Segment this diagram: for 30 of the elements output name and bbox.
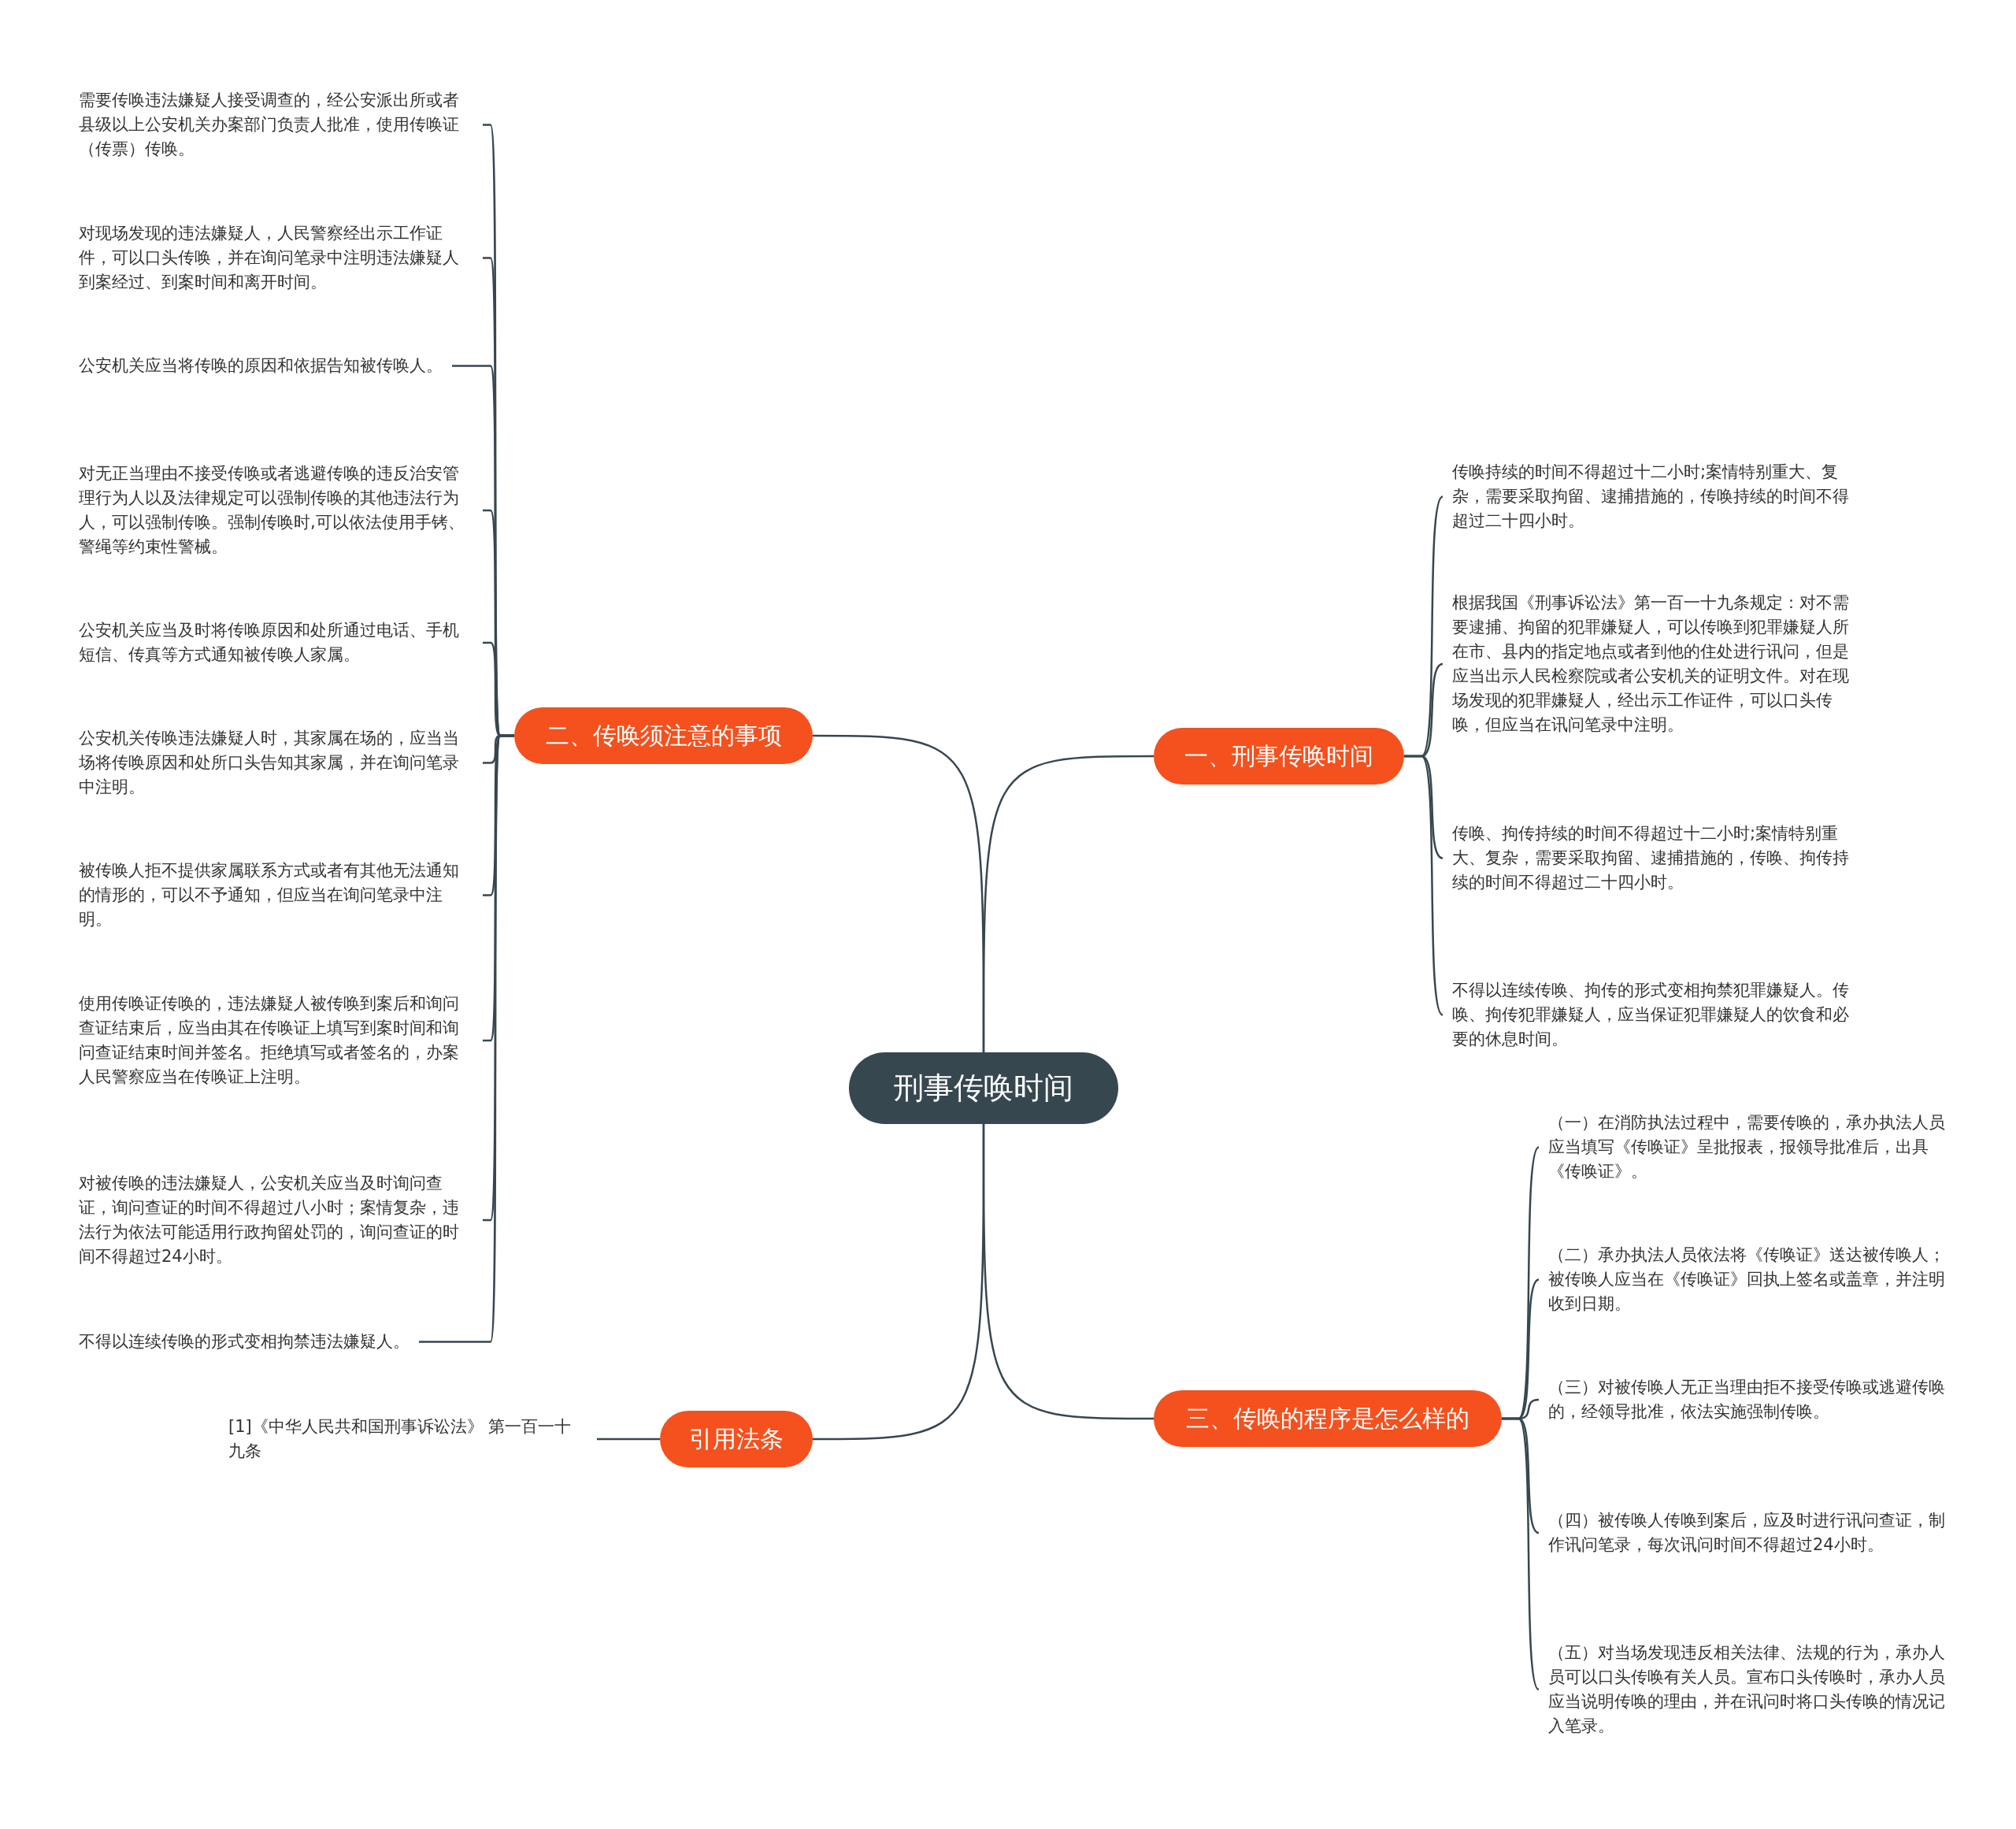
note-text: （三）对被传唤人无正当理由拒不接受传唤或逃避传唤的，经领导批准，依法实施强制传唤。 bbox=[1537, 1375, 1947, 1424]
note-text: 不得以连续传唤的形式变相拘禁违法嫌疑人。 bbox=[79, 1330, 421, 1354]
note-text: 公安机关传唤违法嫌疑人时，其家属在场的，应当当场将传唤原因和处所口头告知其家属，并在询问笔录中注明。 bbox=[79, 726, 484, 799]
note-text: [1]《中华人民共和国刑事诉讼法》 第一百一十九条 bbox=[228, 1415, 598, 1464]
note-text: 传唤持续的时间不得超过十二小时;案情特别重大、复杂，需要采取拘留、逮捕措施的，传唤持续的时间不得超过二十四小时。 bbox=[1441, 460, 1851, 533]
note-text: 根据我国《刑事诉讼法》第一百一十九条规定：对不需要逮捕、拘留的犯罪嫌疑人，可以传唤到犯罪嫌疑人所在市、县内的指定地点或者到他的住处进行讯问，但是应当出示人民检察院或者公安机关的证明文件。对在现场发现的犯罪嫌疑人，经出示工作证件，可以口头传唤，但应当在讯问笔录中注明。 bbox=[1441, 591, 1851, 737]
connector-line bbox=[1502, 1417, 1540, 1690]
note-text: 公安机关应当将传唤的原因和依据告知被传唤人。 bbox=[79, 354, 454, 378]
branch-topic: 引用法条 bbox=[660, 1411, 813, 1467]
note-text: 对被传唤的违法嫌疑人，公安机关应当及时询问查证，询问查证的时间不得超过八小时；案情复杂，违法行为依法可能适用行政拘留处罚的，询问查证的时间不得超过24小时。 bbox=[79, 1171, 484, 1269]
branch-topic: 一、刑事传唤时间 bbox=[1154, 728, 1404, 785]
note-text: 公安机关应当及时将传唤原因和处所通过电话、手机短信、传真等方式通知被传唤人家属。 bbox=[79, 618, 484, 667]
branch-topic: 二、传唤须注意的事项 bbox=[514, 707, 813, 764]
note-text: 需要传唤违法嫌疑人接受调查的，经公安派出所或者县级以上公安机关办案部门负责人批准，使用传唤证（传票）传唤。 bbox=[79, 88, 484, 161]
note-text: 对无正当理由不接受传唤或者逃避传唤的违反治安管理行为人以及法律规定可以强制传唤的其他违法行为人，可以强制传唤。强制传唤时,可以依法使用手铐、警绳等约束性警械。 bbox=[79, 462, 484, 559]
note-text: 被传唤人拒不提供家属联系方式或者有其他无法通知的情形的，可以不予通知，但应当在询问笔录中注明。 bbox=[79, 859, 484, 932]
connector-line bbox=[813, 1124, 985, 1441]
note-text: （二）承办执法人员依法将《传唤证》送达被传唤人；被传唤人应当在《传唤证》回执上签名或盖章，并注明收到日期。 bbox=[1537, 1243, 1947, 1316]
central-topic: 刑事传唤时间 bbox=[849, 1052, 1118, 1124]
branch-topic: 三、传唤的程序是怎么样的 bbox=[1154, 1390, 1502, 1447]
note-text: 传唤、拘传持续的时间不得超过十二小时;案情特别重大、复杂，需要采取拘留、逮捕措施的，传唤、拘传持续的时间不得超过二十四小时。 bbox=[1441, 822, 1851, 895]
note-text: 使用传唤证传唤的，违法嫌疑人被传唤到案后和询问查证结束后，应当由其在传唤证上填写到案时间和询问查证结束时间并签名。拒绝填写或者签名的，办案人民警察应当在传唤证上注明。 bbox=[79, 992, 484, 1089]
note-text: （五）对当场发现违反相关法律、法规的行为，承办人员可以口头传唤有关人员。宣布口头传唤时，承办人员应当说明传唤的理由，并在讯问时将口头传唤的情况记入笔录。 bbox=[1537, 1641, 1947, 1738]
note-text: （一）在消防执法过程中，需要传唤的，承办执法人员应当填写《传唤证》呈批报表，报领导批准后，出具《传唤证》。 bbox=[1537, 1111, 1947, 1184]
connector-line bbox=[813, 734, 985, 1052]
note-text: （四）被传唤人传唤到案后，应及时进行讯问查证，制作讯问笔录，每次讯问时间不得超过24小时。 bbox=[1537, 1508, 1947, 1557]
note-text: 不得以连续传唤、拘传的形式变相拘禁犯罪嫌疑人。传唤、拘传犯罪嫌疑人，应当保证犯罪嫌疑人的饮食和必要的休息时间。 bbox=[1441, 978, 1851, 1052]
connector-line bbox=[1404, 755, 1443, 1016]
note-text: 对现场发现的违法嫌疑人，人民警察经出示工作证件，可以口头传唤，并在询问笔录中注明违法嫌疑人到案经过、到案时间和离开时间。 bbox=[79, 221, 484, 295]
connector-line bbox=[597, 1438, 660, 1441]
